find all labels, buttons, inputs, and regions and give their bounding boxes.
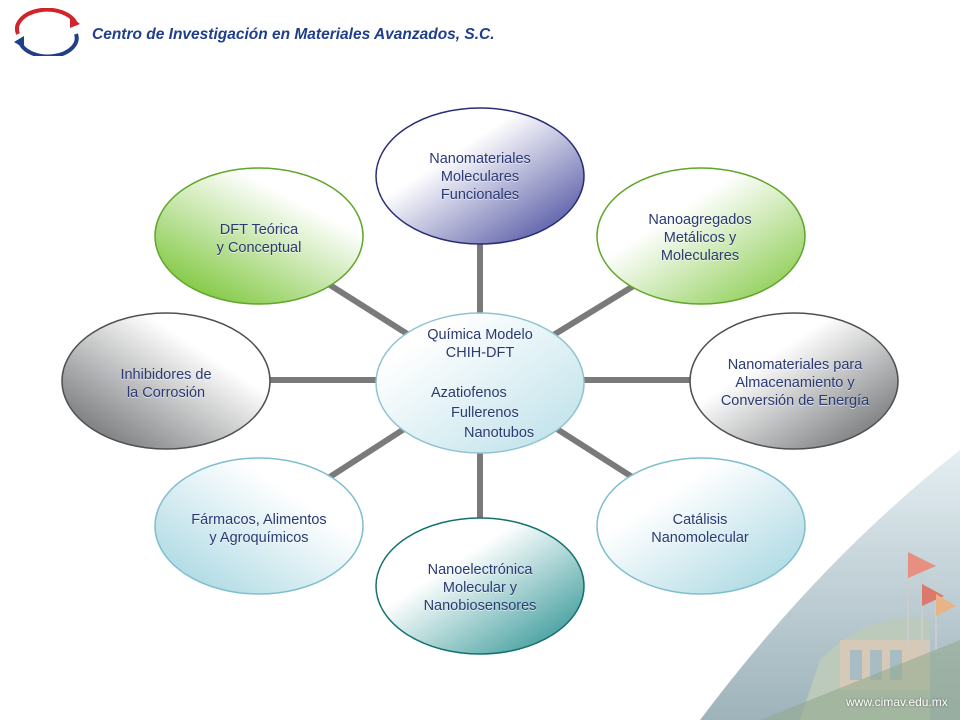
cimav-logo bbox=[14, 8, 80, 56]
website-url[interactable]: www.cimav.edu.mx bbox=[846, 695, 948, 709]
node-inhibidores bbox=[61, 312, 271, 450]
node-nanoagregados bbox=[596, 167, 806, 305]
node-dft-teorica bbox=[154, 167, 364, 305]
node-label-almacenamiento-energia: Nanomateriales para Almacenamiento y Con… bbox=[720, 357, 870, 409]
node-farmacos bbox=[154, 457, 364, 595]
node-nanoelectronica bbox=[375, 517, 585, 655]
node-nanomateriales-moleculares bbox=[375, 107, 585, 245]
node-almacenamiento-energia bbox=[689, 312, 899, 450]
node-label-nanoagregados: Nanoagregados Metálicos y Moleculares bbox=[648, 212, 752, 264]
node-label-nanoelectronica: Nanoelectrónica Molecular y Nanobiosenso… bbox=[423, 562, 537, 614]
node-center bbox=[375, 312, 585, 454]
campus-photo bbox=[700, 450, 960, 720]
node-label-nanomateriales-moleculares: Nanomateriales Moleculares Funcionales bbox=[429, 151, 531, 203]
center-title: Química Modelo CHIH-DFT bbox=[427, 327, 533, 361]
node-label-catalisis: Catálisis Nanomolecular bbox=[651, 512, 749, 546]
node-label-dft-teorica: DFT Teórica y Conceptual bbox=[216, 222, 302, 256]
center-topic-3: Nanotubos bbox=[464, 425, 535, 441]
center-topic-2: Fullerenos bbox=[451, 405, 519, 421]
organization-title: Centro de Investigación en Materiales Av… bbox=[92, 26, 495, 43]
node-label-farmacos: Fármacos, Alimentos y Agroquímicos bbox=[191, 512, 327, 546]
node-catalisis bbox=[596, 457, 806, 595]
center-topic-1: Azatiofenos bbox=[431, 385, 507, 401]
header: Centro de Investigación en Materiales Av… bbox=[0, 0, 960, 60]
node-label-inhibidores: Inhibidores de la Corrosión bbox=[120, 367, 212, 401]
